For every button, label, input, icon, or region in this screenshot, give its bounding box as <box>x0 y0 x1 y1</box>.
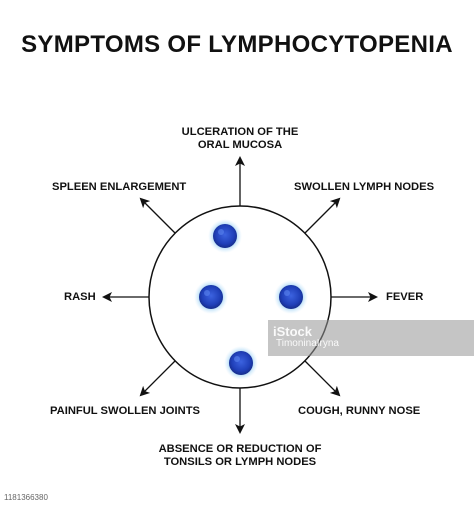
label-rash: RASH <box>64 291 96 303</box>
footer-bar <box>0 490 474 507</box>
label-painful-swollen-joints: PAINFUL SWOLLEN JOINTS <box>50 405 200 417</box>
label-swollen-lymph-nodes: SWOLLEN LYMPH NODES <box>294 181 435 193</box>
arrow-top-right <box>304 197 341 234</box>
watermark-band <box>268 320 474 356</box>
arrow-bottom-left <box>139 360 176 397</box>
image-id: 1181366380 <box>4 493 48 502</box>
diagram-title: SYMPTOMS OF LYMPHOCYTOPENIA <box>21 31 453 58</box>
arrow-bottom-right <box>304 360 341 397</box>
label-fever: FEVER <box>386 291 424 303</box>
arrow-top-left <box>139 197 176 234</box>
lymphocyte-cell-icon <box>194 280 228 314</box>
lymphocyte-cell-icon <box>224 346 258 380</box>
label-ulceration-oral-mucosa: ULCERATION OF THE ORAL MUCOSA <box>181 126 299 151</box>
watermark-logo: iStock <box>273 324 313 339</box>
lymphocyte-cell-icon <box>274 280 308 314</box>
lymphocyte-cell-icon <box>208 219 242 253</box>
watermark-credit: TimoninaIryna <box>276 338 339 349</box>
label-spleen-enlargement: SPLEEN ENLARGEMENT <box>52 181 187 193</box>
label-cough-runny-nose: COUGH, RUNNY NOSE <box>298 405 421 417</box>
label-absence-tonsils-lymph-nodes: ABSENCE OR REDUCTION OF TONSILS OR LYMPH… <box>158 443 322 468</box>
